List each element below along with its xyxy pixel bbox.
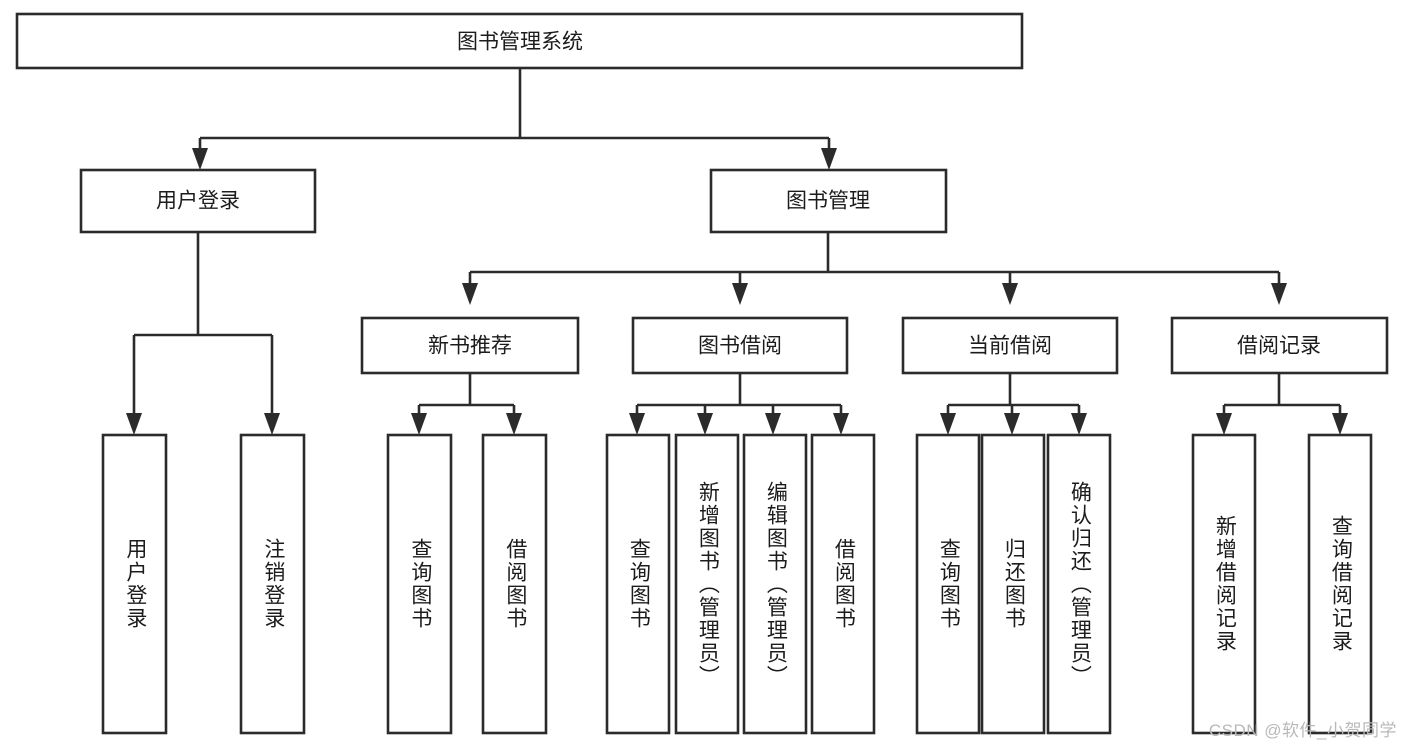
node-book-management-box[interactable] xyxy=(709,168,948,234)
node-book-borrow-label: 图书借阅 xyxy=(698,335,782,358)
arrow-head-currentborrow-leaf-3 xyxy=(1071,413,1087,435)
arrow-head-bookborrow-leaf-3 xyxy=(765,413,781,435)
arrow-head-currentborrow-leaf-1 xyxy=(940,413,956,435)
leaf-box-current-borrow-1[interactable] xyxy=(915,433,981,735)
arrow-head-userlogin-leaf-1 xyxy=(126,413,142,435)
node-new-book-recommend-box[interactable] xyxy=(360,316,580,375)
node-root-box[interactable] xyxy=(15,12,1024,70)
arrow-head-bookmgmt-to-borrow-record xyxy=(1271,283,1287,305)
leaf-box-new-book-1[interactable] xyxy=(386,433,453,735)
arrow-head-bookborrow-leaf-2 xyxy=(697,413,713,435)
arrow-head-borrowrecord-leaf-1 xyxy=(1216,413,1232,435)
arrow-head-currentborrow-leaf-2 xyxy=(1004,413,1020,435)
arrow-head-bookmgmt-to-book-borrow xyxy=(732,283,748,305)
leaf-box-current-borrow-3[interactable] xyxy=(1046,433,1112,735)
arrow-head-userlogin-leaf-2 xyxy=(264,413,280,435)
leaf-box-book-borrow-4[interactable] xyxy=(810,433,876,735)
node-book-management-label: 图书管理 xyxy=(786,190,870,213)
leaf-box-book-borrow-2[interactable] xyxy=(674,433,740,735)
arrow-head-root-to-bookmgmt xyxy=(821,148,837,170)
arrow-head-newbook-leaf-1 xyxy=(411,413,427,435)
leaf-box-book-borrow-3[interactable] xyxy=(742,433,808,735)
node-user-login-label: 用户登录 xyxy=(156,190,240,213)
leaf-box-borrow-record-2[interactable] xyxy=(1307,433,1373,735)
arrow-head-bookmgmt-to-new-book xyxy=(462,283,478,305)
node-root-label: 图书管理系统 xyxy=(457,31,583,54)
node-book-borrow-box[interactable] xyxy=(631,316,849,375)
node-current-borrow-label: 当前借阅 xyxy=(968,335,1052,358)
arrow-head-root-to-userlogin xyxy=(192,148,208,170)
leaf-box-borrow-record-1[interactable] xyxy=(1191,433,1257,735)
arrow-head-bookborrow-leaf-4 xyxy=(833,413,849,435)
arrow-head-newbook-leaf-2 xyxy=(506,413,522,435)
leaf-box-user-login-2[interactable] xyxy=(239,433,306,735)
arrow-head-bookmgmt-to-current-borrow xyxy=(1002,283,1018,305)
arrow-head-borrowrecord-leaf-2 xyxy=(1332,413,1348,435)
leaf-box-user-login-1[interactable] xyxy=(101,433,168,735)
leaf-box-new-book-2[interactable] xyxy=(481,433,548,735)
leaf-box-book-borrow-1[interactable] xyxy=(605,433,671,735)
arrow-head-bookborrow-leaf-1 xyxy=(629,413,645,435)
node-new-book-recommend-label: 新书推荐 xyxy=(428,335,512,358)
node-borrow-record-box[interactable] xyxy=(1170,316,1389,375)
node-borrow-record-label: 借阅记录 xyxy=(1237,335,1321,358)
node-current-borrow-box[interactable] xyxy=(901,316,1119,375)
leaf-box-current-borrow-2[interactable] xyxy=(980,433,1046,735)
watermark-text: CSDN @软件_小贺同学 xyxy=(1208,721,1397,740)
